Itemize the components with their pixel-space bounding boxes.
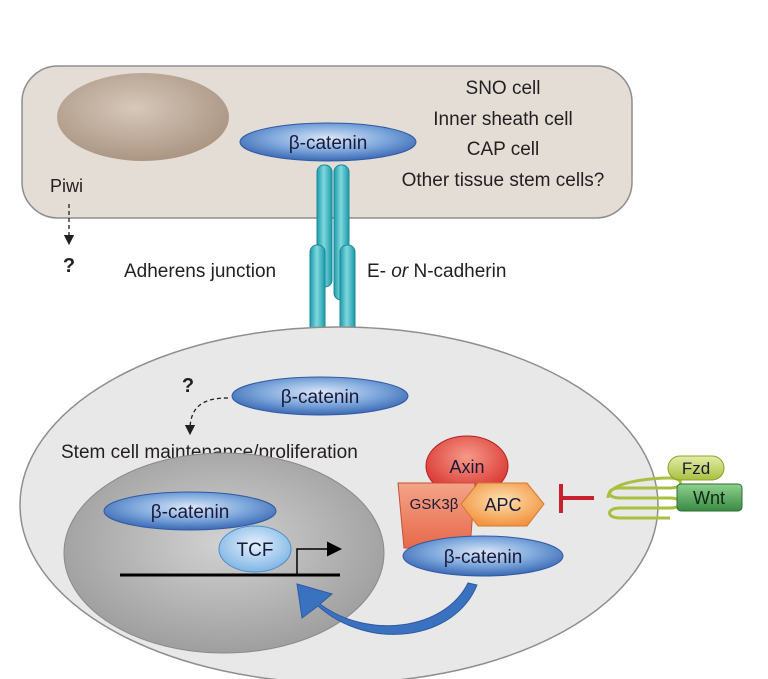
cell-type-cap: CAP cell	[467, 139, 540, 160]
niche-beta-catenin-label: β-catenin	[289, 133, 368, 154]
apc-label: APC	[484, 495, 521, 515]
niche-cell-nucleus	[57, 73, 229, 161]
adherens-junction-label: Adherens junction	[124, 261, 276, 282]
wnt-label: Wnt	[693, 488, 725, 508]
stem-membrane-beta-catenin	[231, 376, 409, 416]
nuclear-beta-catenin-label: β-catenin	[151, 502, 230, 523]
tcf-protein	[218, 525, 292, 573]
complex-beta-catenin	[402, 535, 564, 577]
cell-type-inner-sheath: Inner sheath cell	[433, 109, 572, 130]
gsk3b-label: GSK3β	[410, 496, 459, 513]
wnt-protein	[676, 483, 743, 512]
fzd-receptor	[606, 476, 682, 520]
fzd-label: Fzd	[682, 459, 710, 478]
cell-type-sno: SNO cell	[466, 78, 541, 99]
cadherin-label-prefix: E-	[367, 261, 391, 282]
cadherin-label-suffix: N-cadherin	[408, 261, 506, 282]
cell-type-other-stem: Other tissue stem cells?	[402, 170, 605, 191]
cadherin-label: E- or N-cadherin	[367, 261, 506, 282]
piwi-label: Piwi	[50, 176, 83, 196]
complex-beta-catenin-label: β-catenin	[444, 547, 523, 568]
transcription-start-arrow	[296, 541, 342, 575]
stem-maintenance-label: Stem cell maintenance/proliferation	[61, 442, 358, 463]
niche-beta-catenin	[239, 122, 417, 162]
stem-question-mark: ?	[182, 375, 194, 397]
tcf-label: TCF	[237, 540, 274, 561]
stem-dashed-arrow	[184, 397, 229, 436]
nuclear-beta-catenin	[103, 491, 277, 531]
stem-membrane-beta-catenin-label: β-catenin	[281, 387, 360, 408]
nuclear-translocation-arrow	[296, 582, 478, 635]
apc-protein	[460, 482, 545, 527]
cadherin-label-or: or	[391, 261, 409, 282]
fzd-protein	[667, 455, 725, 481]
axin-label: Axin	[449, 457, 484, 477]
piwi-question-mark: ?	[63, 255, 75, 277]
